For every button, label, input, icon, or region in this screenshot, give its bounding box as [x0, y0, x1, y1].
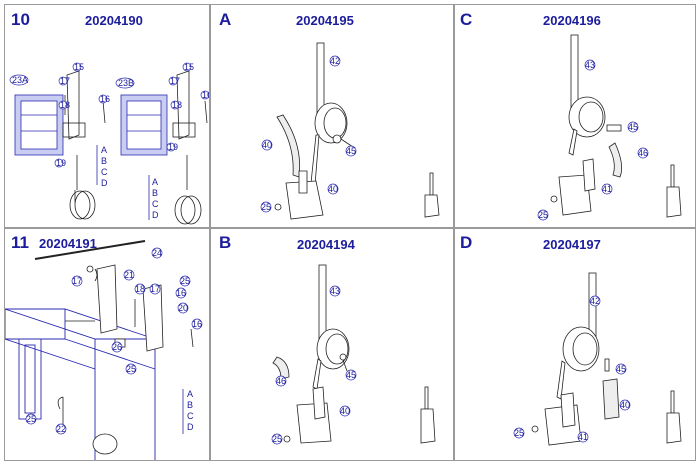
- panel-b: B 20204194: [210, 228, 454, 461]
- callout-42: 42: [590, 296, 601, 306]
- callout-21: 21: [124, 270, 135, 280]
- callout-26: 26: [112, 342, 123, 352]
- callout-19: 19: [168, 142, 179, 152]
- callout-25: 25: [126, 364, 137, 374]
- callout-46: 46: [276, 376, 287, 386]
- panel-number: 10: [11, 10, 30, 29]
- callout-41: 41: [602, 184, 613, 194]
- panel-part-code: 20204197: [543, 237, 601, 252]
- panel-d: D 20204197: [454, 228, 696, 461]
- panel-part-code: 20204191: [39, 236, 97, 251]
- callout-46: 46: [638, 148, 649, 158]
- variant-list: A B C D: [187, 389, 194, 432]
- callout-15: 15: [184, 62, 195, 72]
- callout-18: 18: [172, 100, 183, 110]
- callout-40: 40: [340, 406, 351, 416]
- tine-assembly-drawing: [537, 34, 682, 221]
- callout-41: 41: [578, 432, 589, 442]
- callout-15: 15: [74, 62, 85, 72]
- panel-a: A 20204195: [210, 4, 454, 228]
- panel-number: 11: [11, 233, 29, 252]
- panel-part-code: 20204190: [85, 13, 143, 28]
- callout-23a: 23A: [12, 75, 29, 85]
- callout-42: 42: [330, 56, 341, 66]
- callout-40: 40: [328, 184, 339, 194]
- callout-22: 22: [56, 424, 67, 434]
- panel-10: 10 20204190: [4, 4, 210, 228]
- callout-24: 24: [152, 248, 163, 258]
- callout-17: 17: [72, 276, 83, 286]
- callout-25: 25: [180, 276, 191, 286]
- panel-c: C 20204196: [454, 4, 696, 228]
- variant-list: A B C D: [101, 145, 108, 188]
- frame-mount-drawing: [5, 240, 203, 460]
- callout-45: 45: [346, 146, 357, 156]
- panel-part-code: 20204195: [296, 13, 354, 28]
- callout-45: 45: [628, 122, 639, 132]
- bracket-assembly-drawing: [9, 62, 209, 225]
- callout-45: 45: [616, 364, 627, 374]
- callout-17: 17: [170, 76, 181, 86]
- panel-part-code: 20204196: [543, 13, 601, 28]
- panel-number: C: [460, 10, 473, 29]
- callout-16: 16: [202, 90, 209, 100]
- callout-45: 45: [346, 370, 357, 380]
- tine-assembly-drawing: [513, 272, 682, 446]
- callout-16: 16: [176, 288, 187, 298]
- callout-16: 16: [100, 94, 111, 104]
- tine-assembly-drawing: [260, 42, 440, 220]
- callout-25: 25: [272, 434, 283, 444]
- callout-19: 19: [56, 158, 67, 168]
- panel-number: A: [219, 10, 232, 29]
- panel-part-code: 20204194: [297, 237, 355, 252]
- callout-16: 16: [192, 319, 203, 329]
- callout-25: 25: [538, 210, 549, 220]
- tine-assembly-drawing: [271, 264, 436, 445]
- callout-25: 25: [261, 202, 272, 212]
- callout-25: 25: [26, 414, 37, 424]
- panel-11: 11 20204191: [4, 228, 210, 461]
- callout-40: 40: [620, 400, 631, 410]
- callout-23b: 23B: [118, 78, 135, 88]
- callout-43: 43: [330, 286, 341, 296]
- callout-20: 20: [178, 303, 189, 313]
- callout-25: 25: [514, 428, 525, 438]
- callout-40: 40: [262, 140, 273, 150]
- callout-18: 18: [60, 100, 71, 110]
- panel-number: B: [219, 233, 232, 252]
- callout-17: 17: [60, 76, 71, 86]
- callout-17: 17: [150, 284, 161, 294]
- panel-number: D: [460, 233, 473, 252]
- variant-list: A B C D: [152, 177, 159, 220]
- callout-18: 18: [135, 284, 146, 294]
- callout-43: 43: [585, 60, 596, 70]
